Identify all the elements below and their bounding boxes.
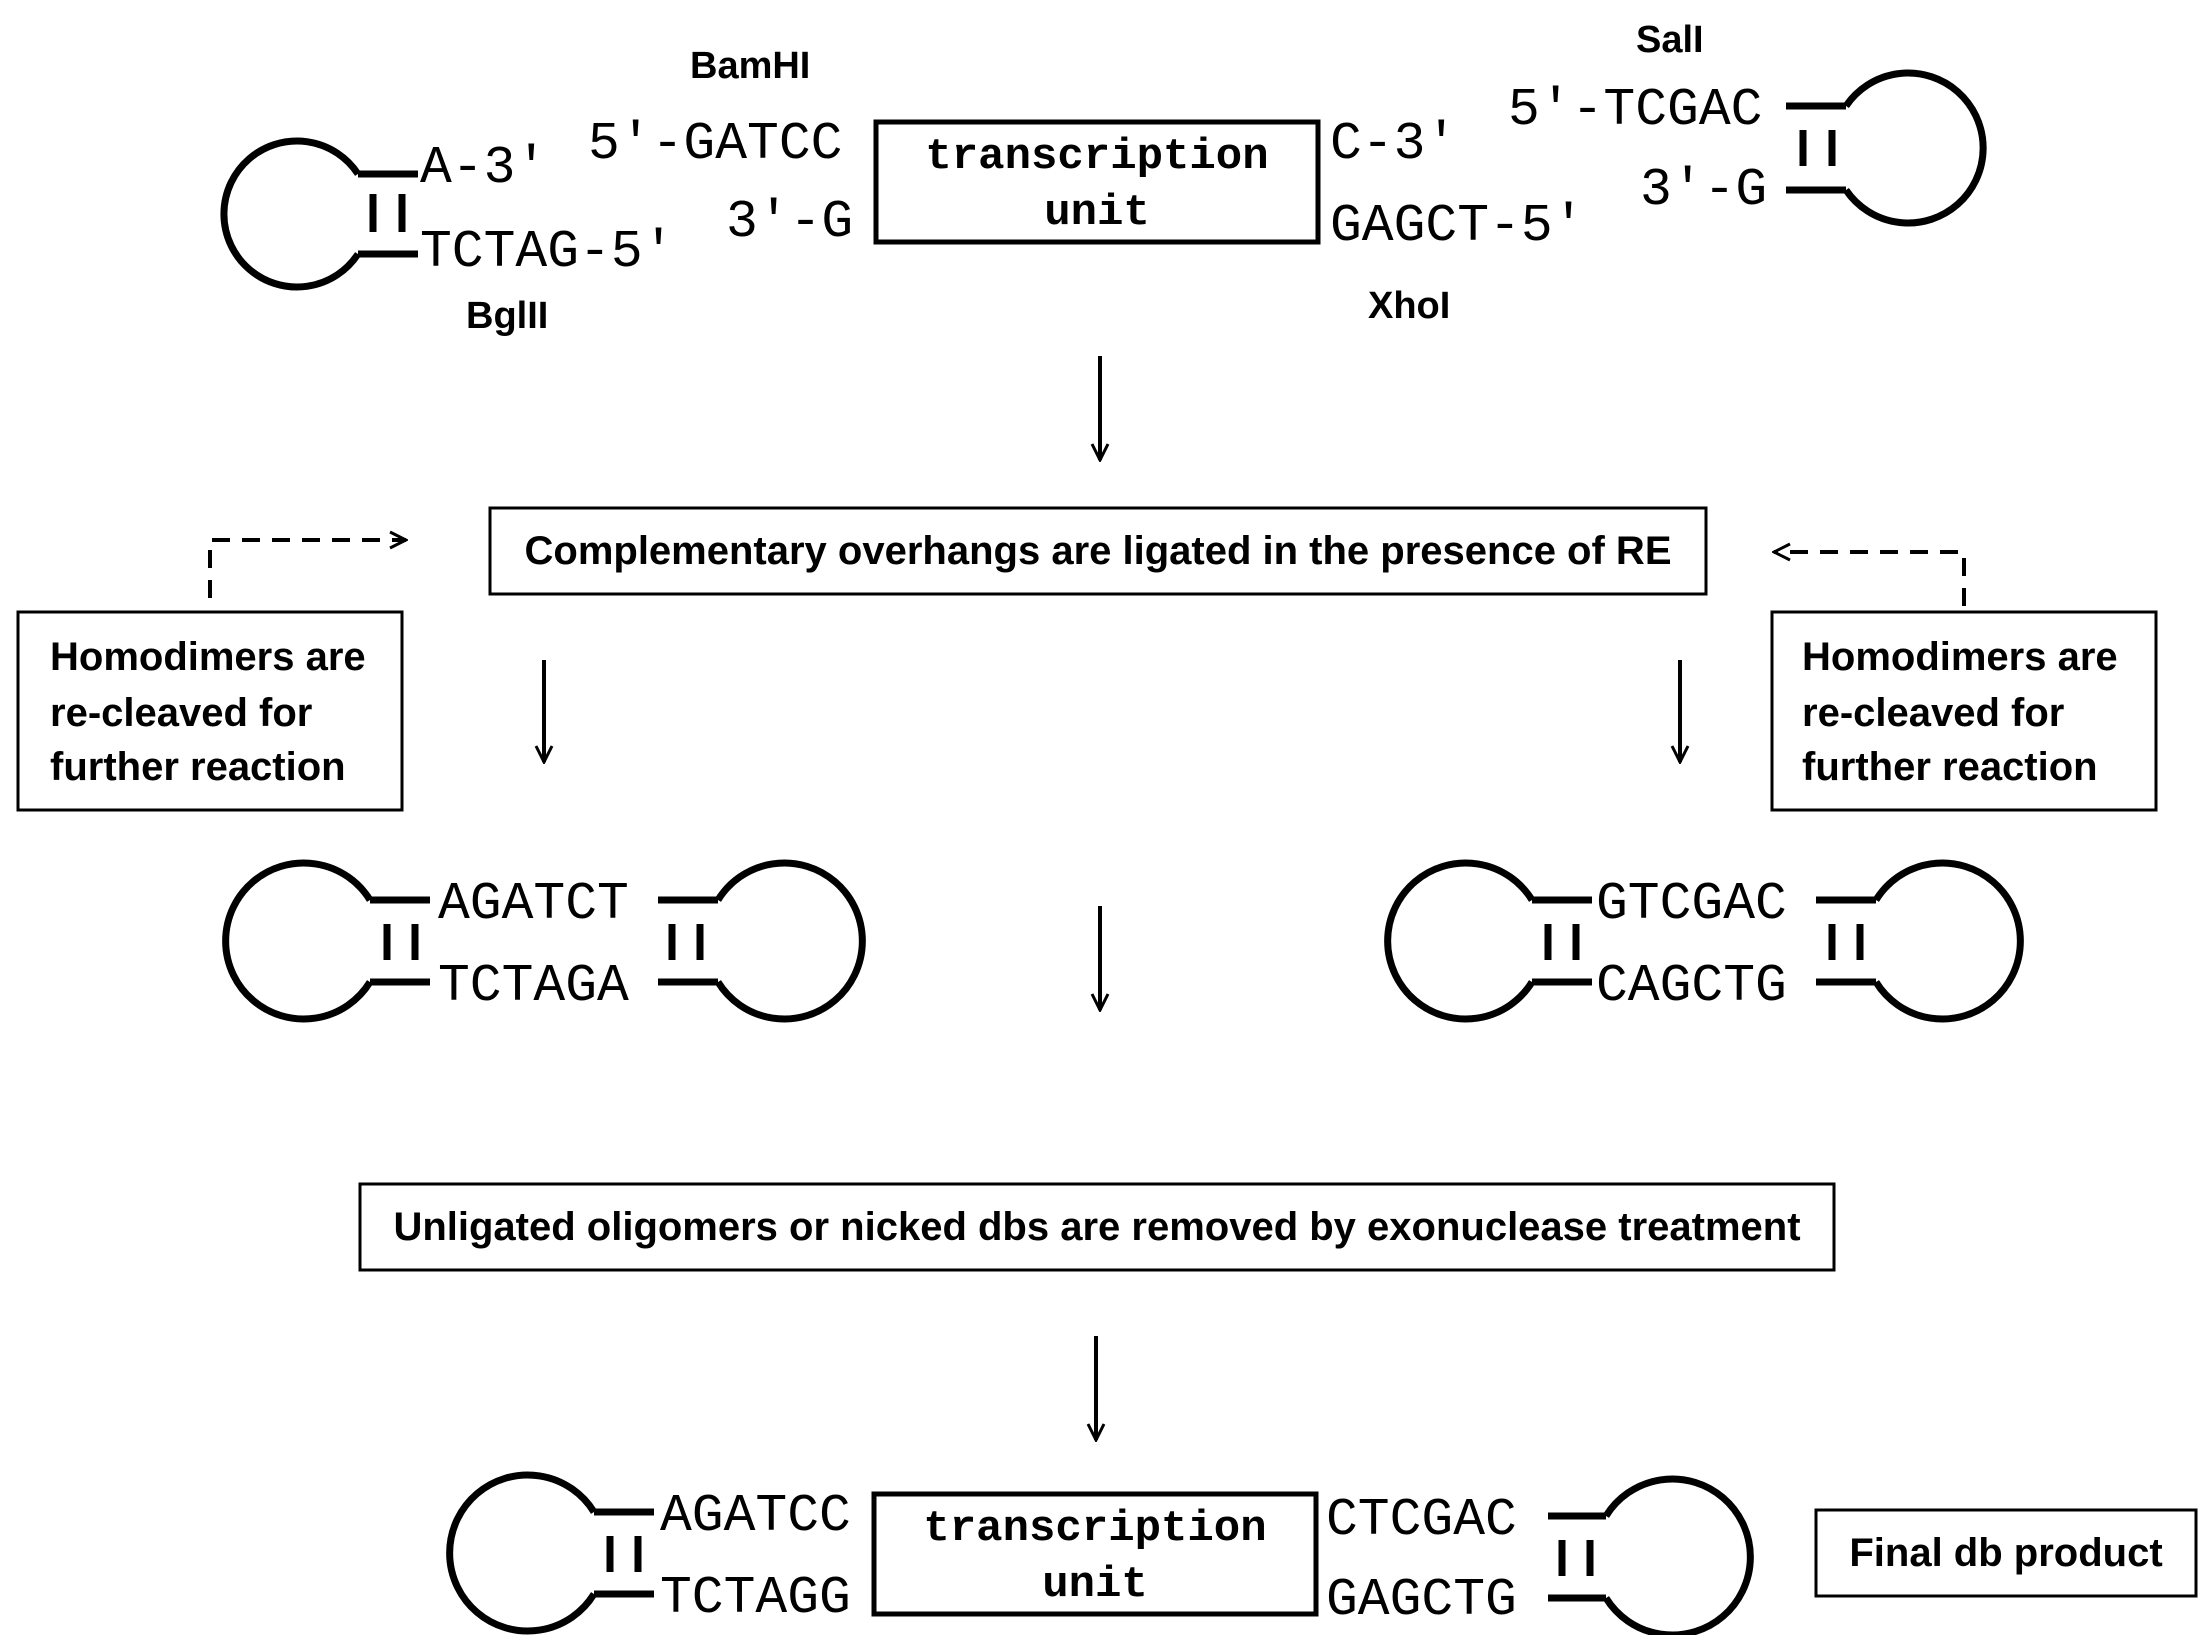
- homodimer-recleave-box-right: Homodimers are re-cleaved for further re…: [1770, 610, 2158, 812]
- homodimer-left-line3: further reaction: [50, 745, 346, 789]
- bamhi-upper-seq: 5′-GATCC: [588, 114, 842, 174]
- exonuclease-step-text: Unligated oligomers or nicked dbs are re…: [393, 1205, 1800, 1249]
- right-hairpin-loop: [1786, 69, 1987, 227]
- final-product-label-box: Final db product: [1814, 1508, 2198, 1598]
- xhoi-label: XhoI: [1368, 285, 1450, 327]
- final-transcription-unit-line1: transcription: [923, 1504, 1266, 1554]
- bamhi-lower-seq: 3′-G: [726, 192, 853, 252]
- ligation-step-box: Complementary overhangs are ligated in t…: [488, 506, 1708, 596]
- final-transcription-unit-line2: unit: [1042, 1560, 1148, 1610]
- homodimer-recleave-box-left: Homodimers are re-cleaved for further re…: [16, 610, 404, 812]
- homodimer-bglii-lower-seq: TCTAGA: [438, 956, 629, 1016]
- bglii-label: BglII: [466, 295, 548, 337]
- homodimer-sali-lower-seq: CAGCTG: [1596, 956, 1787, 1016]
- transcription-unit-box-top: transcription unit: [873, 119, 1321, 245]
- homodimer-left-line2: re-cleaved for: [50, 691, 312, 735]
- final-product-label: Final db product: [1849, 1531, 2162, 1575]
- transcription-unit-box-final: transcription unit: [871, 1491, 1319, 1617]
- homodimer-right-line3: further reaction: [1802, 745, 2098, 789]
- final-right-hairpin-loop: [1548, 1475, 1754, 1635]
- xhoi-lower-seq: GAGCT-5′: [1330, 196, 1584, 256]
- ligation-step-text: Complementary overhangs are ligated in t…: [525, 529, 1672, 573]
- transcription-unit-label-line1: transcription: [925, 132, 1268, 182]
- recycle-dashed-arrow-right: [1774, 552, 1966, 606]
- transcription-unit-label-line2: unit: [1044, 188, 1150, 238]
- left-lower-seq: TCTAG-5′: [420, 222, 674, 282]
- bamhi-label: BamHI: [690, 45, 810, 87]
- xhoi-upper-seq: C-3′: [1330, 114, 1457, 174]
- exonuclease-step-box: Unligated oligomers or nicked dbs are re…: [358, 1182, 1836, 1272]
- final-left-lower-seq: TCTAGG: [660, 1568, 851, 1628]
- left-hairpin-loop: [220, 137, 418, 291]
- homodimer-bglii-upper-seq: AGATCT: [438, 874, 629, 934]
- left-upper-seq: A-3′: [420, 138, 547, 198]
- final-left-hairpin-loop: [446, 1471, 654, 1635]
- sali-lower-seq: 3′-G: [1640, 160, 1767, 220]
- recycle-dashed-arrow-left: [208, 540, 406, 598]
- sali-label: SalI: [1636, 19, 1704, 61]
- sali-upper-seq: 5′-TCGAC: [1508, 80, 1762, 140]
- homodimer-sali: [1384, 859, 2024, 1023]
- homodimer-left-line1: Homodimers are: [50, 635, 366, 679]
- homodimer-bglii: [222, 859, 866, 1023]
- final-right-lower-seq: GAGCTG: [1326, 1570, 1517, 1630]
- final-right-upper-seq: CTCGAC: [1326, 1490, 1517, 1550]
- homodimer-right-line2: re-cleaved for: [1802, 691, 2064, 735]
- homodimer-right-line1: Homodimers are: [1802, 635, 2118, 679]
- homodimer-sali-upper-seq: GTCGAC: [1596, 874, 1787, 934]
- final-left-upper-seq: AGATCC: [660, 1486, 851, 1546]
